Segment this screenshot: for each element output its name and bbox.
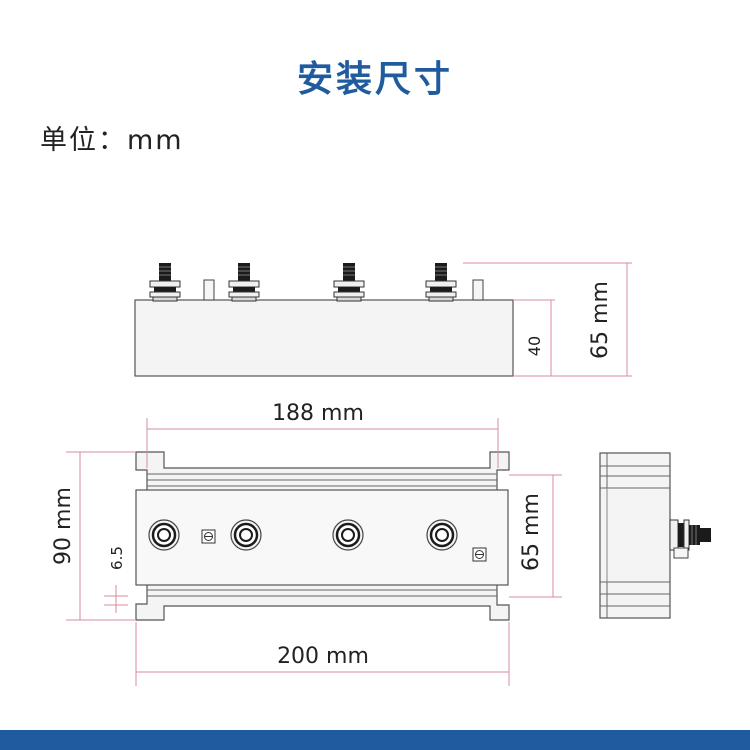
side-view: 40 65 mm: [134, 262, 632, 377]
top-control-terminal-2: [472, 547, 487, 562]
top-control-terminal-1: [201, 529, 216, 544]
top-dimension-lines: [66, 418, 562, 686]
top-view: 188 mm 200 mm 90 mm 6.5 65 mm: [51, 401, 562, 686]
top-terminal-4: [425, 518, 459, 552]
top-terminal-1: [147, 518, 181, 552]
side-terminal-2: [228, 262, 260, 302]
total-width-label: 200 mm: [277, 644, 369, 669]
unit-label: 单位：mm: [40, 125, 184, 156]
end-view-terminal: [669, 519, 711, 559]
side-body-height-label: 40: [525, 336, 544, 356]
inner-depth-label: 65 mm: [519, 493, 544, 571]
side-terminal-4: [425, 262, 457, 302]
top-terminal-2: [229, 518, 263, 552]
side-terminal-3: [333, 262, 365, 302]
side-total-height-label: 65 mm: [588, 281, 613, 359]
end-view: [599, 452, 711, 619]
page-title: 安装尺寸: [296, 59, 453, 100]
end-view-body: [599, 452, 671, 619]
side-control-pin-2: [472, 279, 484, 301]
footer-bar: [0, 730, 750, 750]
side-body: [134, 299, 514, 377]
end-view-fins: [600, 453, 670, 618]
side-control-pin-1: [203, 279, 215, 301]
side-dimension-lines: [463, 262, 632, 377]
hole-spacing-label: 188 mm: [272, 401, 364, 426]
total-depth-label: 90 mm: [51, 487, 76, 565]
top-terminal-3: [331, 518, 365, 552]
hole-offset-label: 6.5: [108, 546, 126, 570]
top-heatsink-fins: [147, 473, 497, 597]
side-terminal-1: [149, 262, 181, 302]
